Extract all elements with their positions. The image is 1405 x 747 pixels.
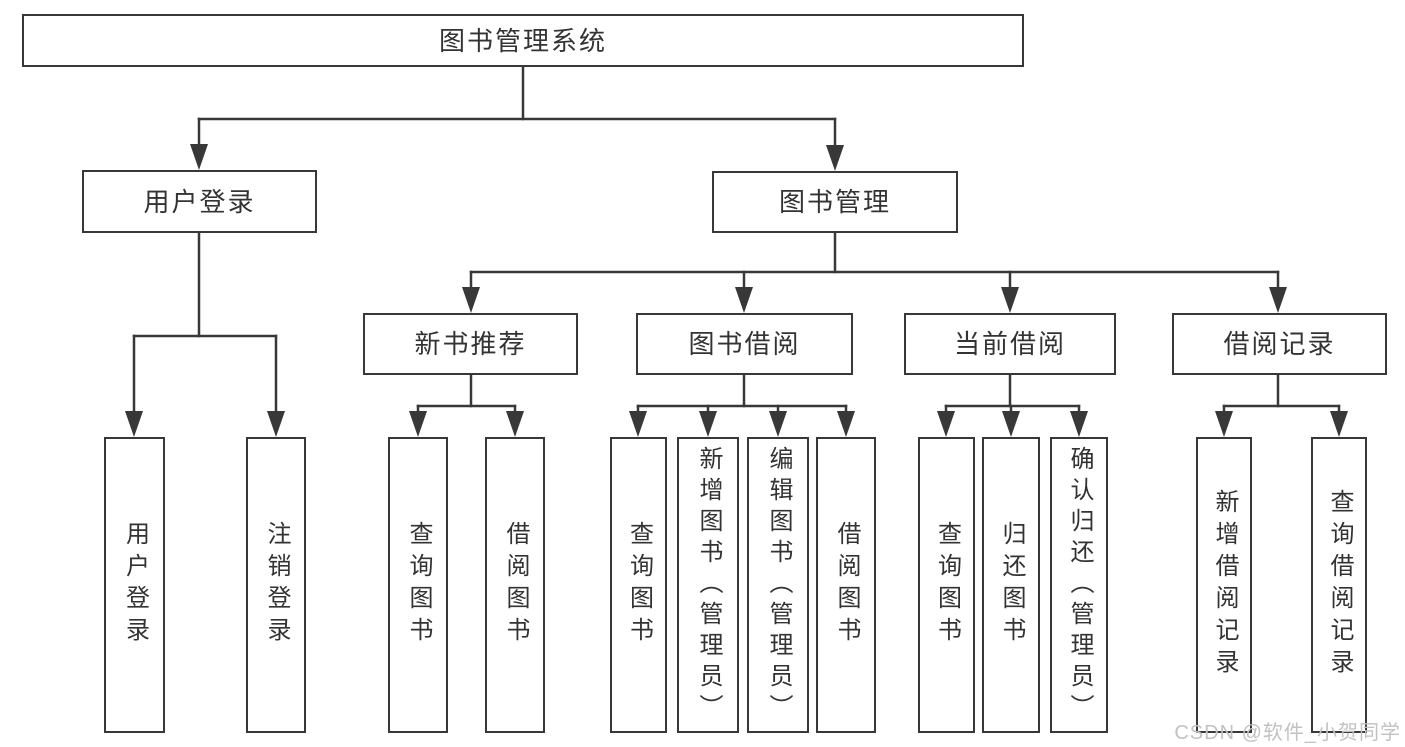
connector-root-to-level2 (190, 65, 844, 171)
leaf-add-books-admin: 新增图书（管理员） (677, 437, 739, 733)
csdn-watermark: CSDN @软件_小贺同学 (1174, 722, 1401, 744)
leaf-add-borrow-record: 新增借阅记录 (1196, 437, 1252, 733)
leaf-label: 新增图书（管理员） (695, 445, 722, 725)
node-current-borrow: 当前借阅 (904, 313, 1116, 375)
connector-user-login-children (125, 231, 285, 437)
leaf-label: 注销登录 (263, 521, 290, 649)
node-book-borrow: 图书借阅 (636, 313, 853, 375)
connector-new-book-children (409, 373, 524, 437)
leaf-label: 借阅图书 (502, 521, 529, 649)
leaf-label: 编辑图书（管理员） (765, 445, 792, 725)
leaf-label: 查询借阅记录 (1326, 489, 1353, 681)
leaf-query-borrow-record: 查询借阅记录 (1311, 437, 1367, 733)
connector-book-mgmt-to-level3 (462, 231, 1287, 313)
connector-borrow-records-children (1215, 373, 1348, 437)
leaf-user-login: 用户登录 (104, 437, 165, 733)
leaf-label: 借阅图书 (833, 521, 860, 649)
node-book-management: 图书管理 (712, 171, 958, 233)
leaf-label: 新增借阅记录 (1211, 489, 1238, 681)
leaf-label: 查询图书 (625, 521, 653, 649)
leaf-confirm-return-admin: 确认归还（管理员） (1050, 437, 1108, 733)
node-new-book-recommend: 新书推荐 (363, 313, 578, 375)
leaf-query-books-recommend: 查询图书 (388, 437, 448, 733)
leaf-label: 归还图书 (998, 521, 1025, 649)
leaf-return-books: 归还图书 (982, 437, 1040, 733)
leaf-logout: 注销登录 (246, 437, 306, 733)
leaf-edit-books-admin: 编辑图书（管理员） (747, 437, 809, 733)
leaf-query-books-borrow: 查询图书 (610, 437, 667, 733)
leaf-borrow-books-recommend: 借阅图书 (485, 437, 545, 733)
leaf-borrow-books: 借阅图书 (816, 437, 876, 733)
leaf-label: 用户登录 (121, 521, 149, 649)
node-root-system: 图书管理系统 (22, 14, 1024, 67)
connector-book-borrow-children (629, 373, 855, 437)
leaf-label: 查询图书 (405, 521, 432, 649)
connector-current-borrow-children (937, 373, 1088, 437)
node-borrow-records: 借阅记录 (1172, 313, 1387, 375)
leaf-query-books-current: 查询图书 (918, 437, 975, 733)
leaf-label: 确认归还（管理员） (1066, 445, 1093, 725)
node-user-login: 用户登录 (82, 170, 317, 233)
leaf-label: 查询图书 (933, 521, 961, 649)
